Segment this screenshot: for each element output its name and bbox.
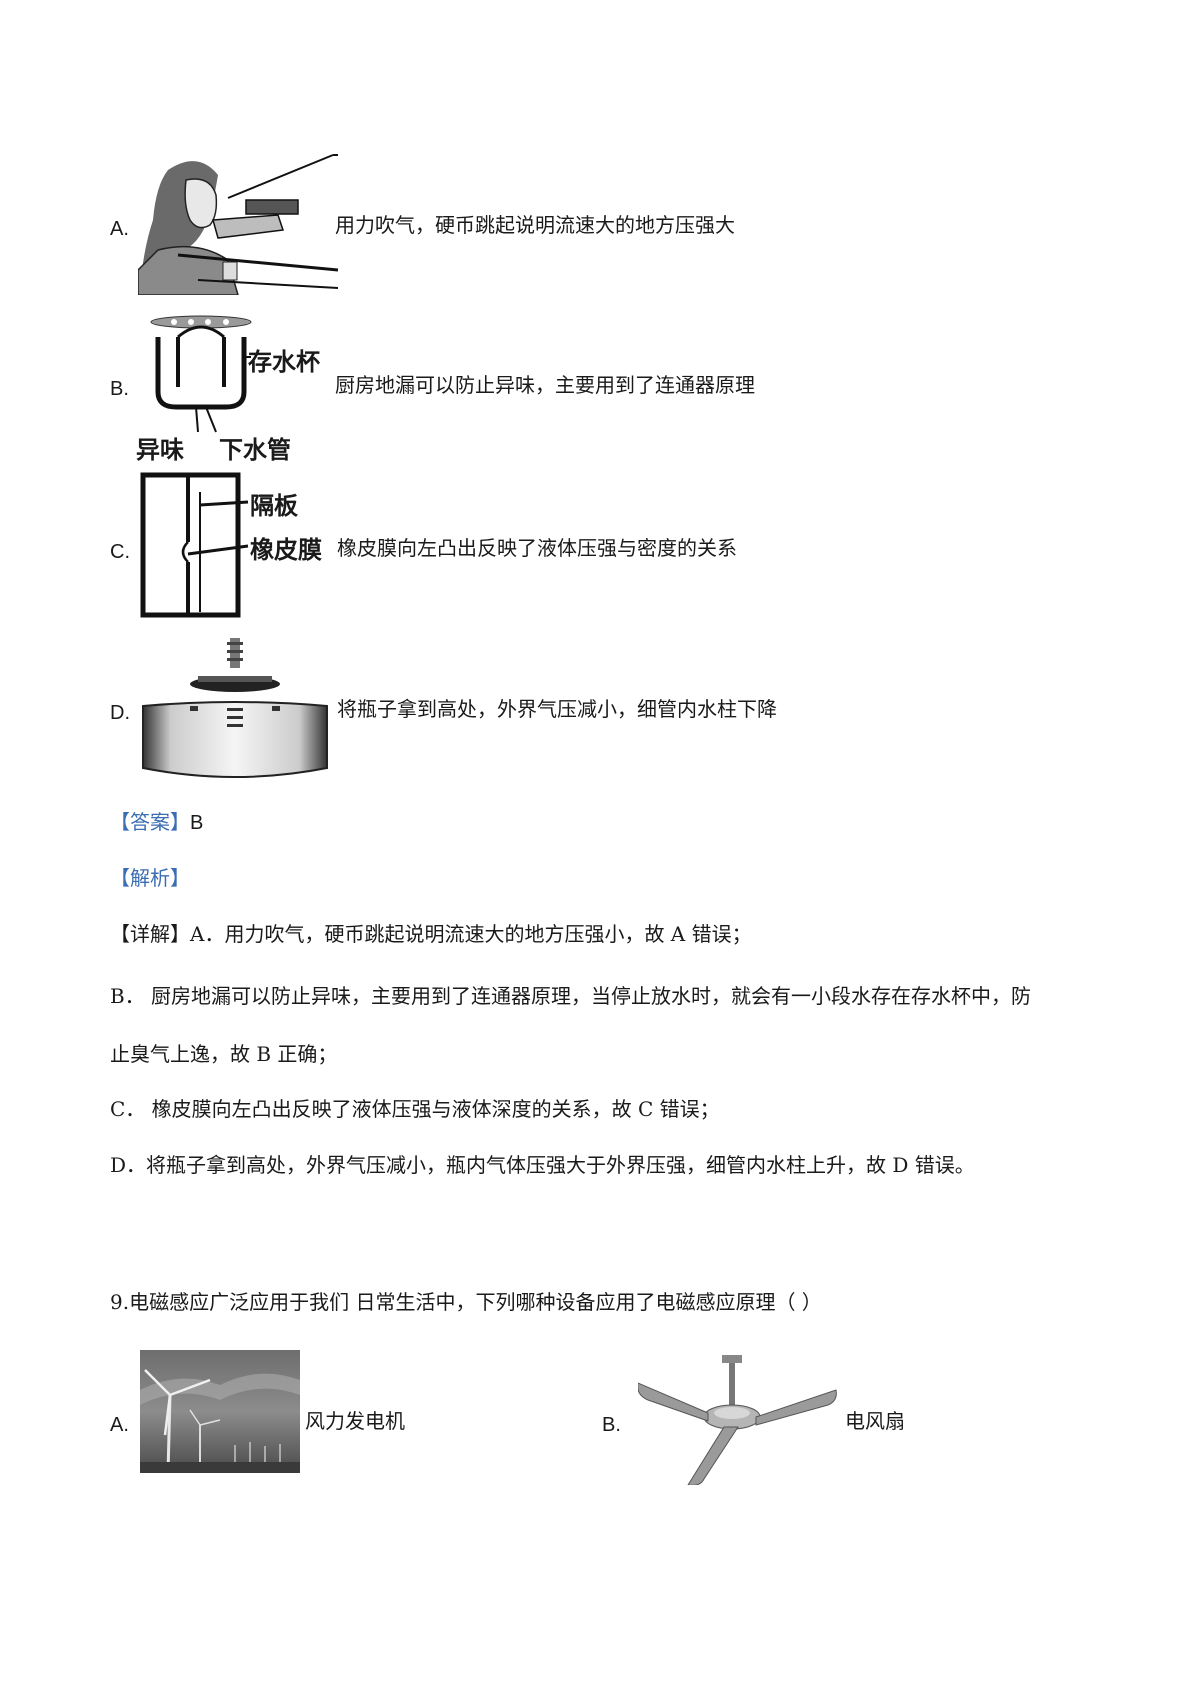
option-8a-label: A.	[110, 218, 129, 240]
label-storage-cup: 存水杯	[248, 348, 320, 376]
answer-line: 【答案】B	[110, 810, 203, 835]
label-odor: 异味	[136, 436, 184, 464]
figure-ceiling-fan	[638, 1355, 838, 1485]
figure-floor-drain: 存水杯 异味 下水管	[136, 312, 336, 464]
option-8c-label: C.	[110, 541, 130, 563]
option-8b-text: 厨房地漏可以防止异味，主要用到了连通器原理	[335, 373, 755, 397]
label-partition: 隔板	[250, 492, 298, 520]
figure-partition-container: 隔板 橡皮膜	[140, 472, 340, 622]
label-drain-pipe: 下水管	[219, 436, 291, 464]
detail-line-c: C． 橡皮膜向左凸出反映了液体压强与液体深度的关系，故 C 错误；	[110, 1097, 720, 1121]
option-8d-text: 将瓶子拿到高处，外界气压减小，细管内水柱下降	[337, 697, 777, 721]
detail-line-b-cont: 止臭气上逸，故 B 正确；	[110, 1042, 338, 1066]
answer-value: B	[190, 812, 204, 834]
option-9b-label: B.	[602, 1414, 621, 1436]
option-9a-text: 风力发电机	[305, 1409, 405, 1433]
figure-bottle-tube	[140, 636, 340, 784]
detail-text-a: A．用力吹气，硬币跳起说明流速大的地方压强小，故 A 错误；	[190, 922, 752, 946]
question-9-stem: 9.电磁感应广泛应用于我们 日常生活中，下列哪种设备应用了电磁感应原理（ ）	[110, 1290, 822, 1314]
option-8d-label: D.	[110, 702, 130, 724]
figure-wind-turbines	[140, 1350, 300, 1473]
detail-line-d: D．将瓶子拿到高处，外界气压减小，瓶内气体压强大于外界压强，细管内水柱上升，故 …	[110, 1153, 975, 1177]
option-8a-text: 用力吹气，硬币跳起说明流速大的地方压强大	[335, 213, 735, 237]
detail-line-b: B． 厨房地漏可以防止异味，主要用到了连通器原理，当停止放水时，就会有一小段水存…	[110, 984, 1032, 1008]
detail-tag: 【详解】	[110, 922, 190, 946]
option-9b-text: 电风扇	[845, 1409, 905, 1433]
detail-line-a: 【详解】A．用力吹气，硬币跳起说明流速大的地方压强小，故 A 错误；	[110, 922, 752, 946]
option-9a-label: A.	[110, 1414, 129, 1436]
analysis-tag: 【解析】	[110, 866, 190, 890]
label-rubber-membrane: 橡皮膜	[250, 536, 322, 564]
option-8b-label: B.	[110, 378, 129, 400]
answer-tag: 【答案】	[110, 810, 190, 834]
figure-girl-blowing-coin	[138, 150, 338, 295]
option-8c-text: 橡皮膜向左凸出反映了液体压强与密度的关系	[337, 536, 737, 560]
